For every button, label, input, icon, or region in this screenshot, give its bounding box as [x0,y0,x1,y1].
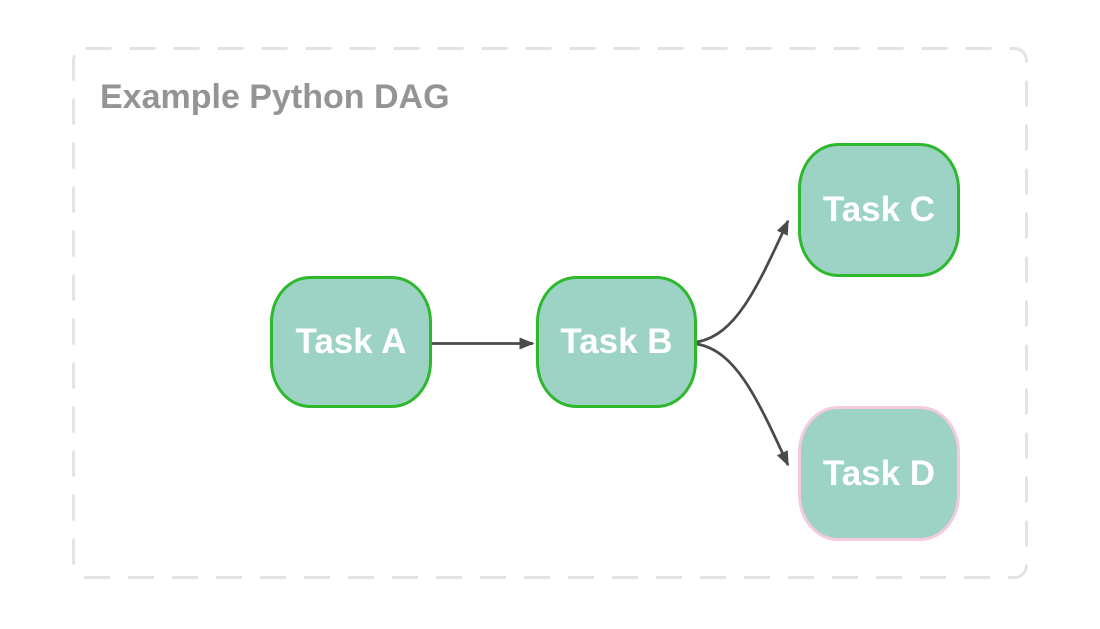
node-task-c[interactable]: Task C [798,143,960,277]
node-task-c-label: Task C [822,190,936,229]
diagram-title: Example Python DAG [100,78,450,116]
edge-task-b-to-task-c [696,219,790,344]
edge-task-b-to-task-d [696,342,790,467]
dag-boundary-box [72,47,1028,579]
node-task-d[interactable]: Task D [798,406,960,541]
node-task-b[interactable]: Task B [536,276,697,408]
node-task-d-label: Task D [822,453,936,493]
node-task-a[interactable]: Task A [270,276,432,408]
node-task-b-label: Task B [560,322,673,361]
node-task-a-label: Task A [295,322,407,361]
